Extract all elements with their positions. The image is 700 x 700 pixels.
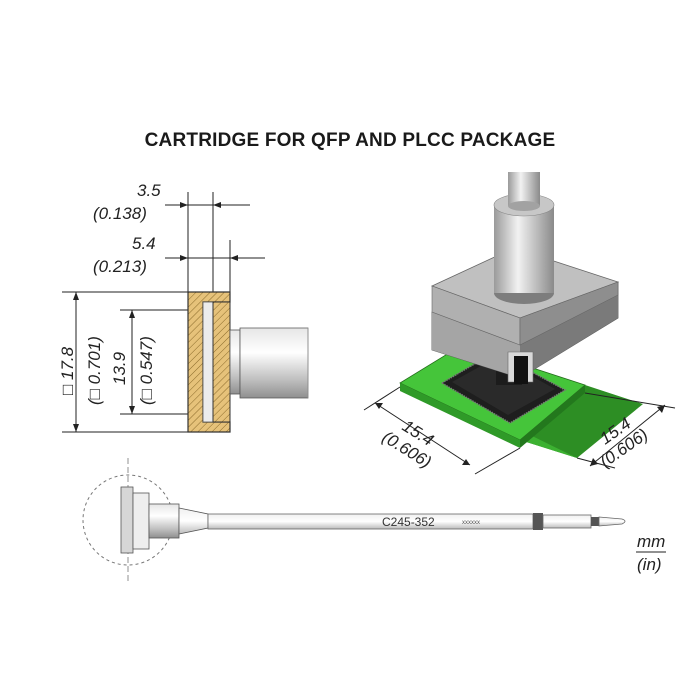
outer-size-mm: □ 17.8	[58, 346, 77, 395]
unit-mm: mm	[637, 532, 665, 551]
inner-size-mm: 13.9	[110, 351, 129, 385]
tip-side-view	[82, 458, 626, 582]
package-dimension-lines	[363, 386, 676, 475]
wall-dimension-in: (0.138)	[93, 204, 147, 223]
top-dimension-lines	[165, 192, 265, 292]
side-dimension-lines	[62, 291, 190, 433]
inner-size-in: (□ 0.547)	[137, 336, 156, 405]
wall-dimension-mm: 3.5	[137, 181, 161, 200]
depth-dimension-in: (0.213)	[93, 257, 147, 276]
cartridge-3d-view	[399, 172, 643, 458]
unit-in: (in)	[637, 555, 662, 574]
diagram-title: CARTRIDGE FOR QFP AND PLCC PACKAGE	[144, 130, 556, 151]
outer-size-in: (□ 0.701)	[85, 336, 104, 405]
depth-dimension-mm: 5.4	[132, 234, 156, 253]
cartridge-section-view	[187, 291, 309, 433]
part-marking: xxxxxx	[462, 520, 480, 526]
part-number: C245-352	[382, 515, 435, 529]
